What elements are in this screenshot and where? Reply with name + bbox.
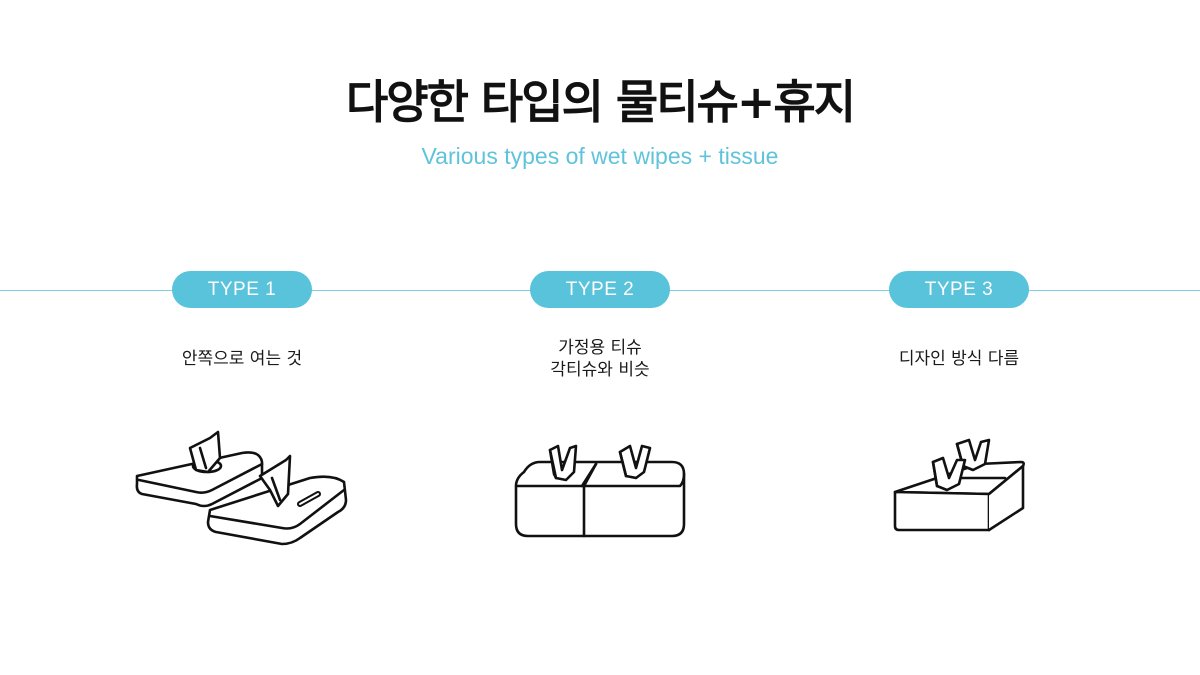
type-description-3-line-1: 디자인 방식 다름 — [898, 349, 1020, 369]
page-subtitle: Various types of wet wipes + tissue — [421, 143, 779, 169]
type-badge-2: TYPE 2 — [530, 271, 670, 308]
type-description-2-line-2: 각티슈와 비슷 — [550, 360, 650, 380]
type-column-1: TYPE 1 안쪽으로 여는 것 — [92, 271, 392, 391]
type-badge-3: TYPE 3 — [889, 271, 1029, 308]
type-badge-1: TYPE 1 — [172, 271, 312, 308]
type-column-3: TYPE 3 디자인 방식 다름 — [809, 271, 1109, 391]
type-description-1: 안쪽으로 여는 것 — [182, 327, 302, 391]
type-description-2-line-1: 가정용 티슈 — [558, 338, 642, 358]
type-description-3: 디자인 방식 다름 — [899, 327, 1019, 391]
fold-open-wipe-case-icon — [92, 420, 392, 560]
type-column-2: TYPE 2 가정용 티슈 각티슈와 비슷 — [450, 271, 750, 391]
page-title: 다양한 타입의 물티슈+휴지 — [345, 75, 856, 129]
design-tissue-box-icon — [809, 420, 1109, 560]
type-description-1-line-1: 안쪽으로 여는 것 — [181, 349, 303, 369]
double-tissue-box-icon — [450, 420, 750, 560]
type-description-2: 가정용 티슈 각티슈와 비슷 — [550, 327, 649, 391]
